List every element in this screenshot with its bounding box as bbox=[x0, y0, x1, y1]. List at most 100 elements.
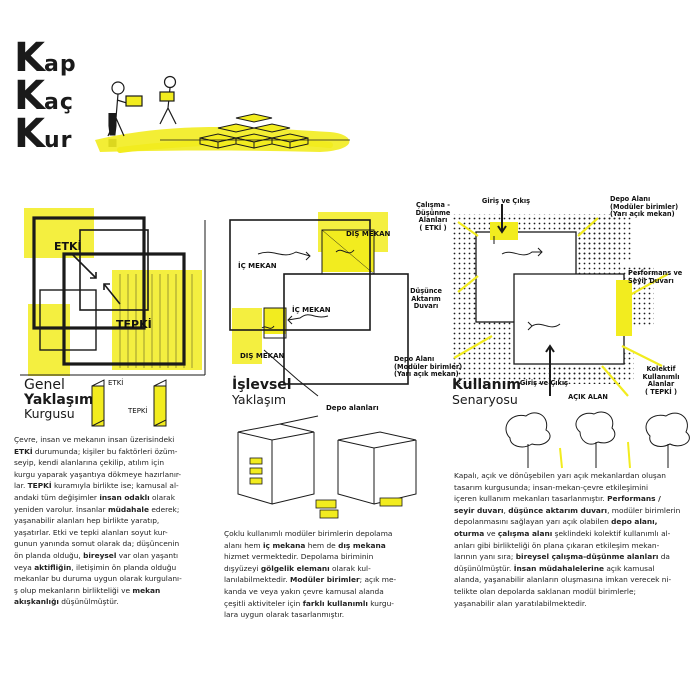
text-line: Çoklu kullanımlı modüler birimlerin depo… bbox=[224, 528, 432, 540]
label-line: (Yarı açık mekan) bbox=[610, 210, 675, 219]
text-segment: hem de bbox=[305, 540, 339, 550]
label-ic-mekan-bottom: İÇ MEKAN bbox=[292, 306, 331, 314]
logo-syllable: ap bbox=[44, 52, 77, 77]
text-emphasis: akışkanlığı bbox=[14, 597, 59, 607]
text-segment: ön planda olduğu, bbox=[14, 550, 84, 560]
text-segment: telikte olan depolarda saklanan modül bi… bbox=[454, 586, 637, 596]
text-emphasis: Performans / bbox=[607, 494, 661, 504]
text-segment: çeşitli aktiviteler için bbox=[224, 598, 303, 608]
text-emphasis: insan odaklı bbox=[99, 492, 150, 502]
label-ic-mekan-top: İÇ MEKAN bbox=[238, 262, 277, 270]
text-segment: kurgu- bbox=[367, 598, 394, 608]
text-line: düşünülmüştür. İnsan müdahalelerine açık… bbox=[454, 563, 686, 575]
label-line: ( TEPKİ ) bbox=[644, 387, 678, 396]
text-emphasis: çalışma alanı bbox=[497, 528, 553, 538]
text-line: hizmet vermektedir. Depolama biriminin bbox=[224, 551, 432, 563]
text-line: gunun yanında somut olarak da; düşünceni… bbox=[14, 538, 210, 550]
stacked-boxes-icon bbox=[199, 113, 309, 149]
text-segment: düşünülmüştür. bbox=[58, 597, 119, 607]
storage-unit-sketch bbox=[237, 415, 417, 519]
text-line: alanı hem iç mekana hem de dış mekana bbox=[224, 540, 432, 552]
label-line: Alanlar bbox=[647, 380, 675, 389]
logo-letter: K bbox=[14, 111, 45, 157]
text-line: tasarım kurgusunda; insan-mekan-çevre et… bbox=[454, 482, 686, 494]
text-line: lanılabilmektedir. Modüler birimler; açı… bbox=[224, 574, 432, 586]
title-line: İşlevsel bbox=[232, 377, 292, 393]
text-segment: var olan yaşantı bbox=[116, 550, 179, 560]
text-emphasis: İnsan müdahalelerine bbox=[513, 563, 604, 573]
text-line: çeşitli aktiviteler için farklı kullanım… bbox=[224, 598, 432, 610]
text-segment: , bbox=[503, 505, 509, 515]
text-segment: ; açık me- bbox=[359, 575, 397, 585]
text-line: kanda ve veya yakın çevre kamusal alanda bbox=[224, 586, 432, 598]
label-tepki: TEPKİ bbox=[116, 318, 152, 331]
text-kullanim-senaryosu: Kapalı, açık ve dönüşebilen yarı açık me… bbox=[454, 470, 686, 609]
text-line: seyir duvarı, düşünce aktarım duvarı, mo… bbox=[454, 505, 686, 517]
label-line: Kolektif bbox=[646, 365, 676, 373]
text-segment: larının yanı sıra; bbox=[454, 552, 516, 562]
text-line: larının yanı sıra; bireysel çalışma-düşü… bbox=[454, 551, 686, 563]
text-segment: gunun yanında somut olarak da; düşünceni… bbox=[14, 539, 180, 549]
text-line: alanda, yaşanabilir alanların oluşmasına… bbox=[454, 574, 686, 586]
text-emphasis: TEPKİ bbox=[27, 481, 52, 491]
text-segment: depolanmasını sağlayan yarı açık olabile… bbox=[454, 517, 612, 527]
text-line: ş olup mekanların birlikteliği ve mekan bbox=[14, 585, 210, 597]
label-line: (Modüler birimler) bbox=[394, 362, 463, 371]
text-line: içeren kullanım mekanları tasarlanmıştır… bbox=[454, 493, 686, 505]
text-line: oturma ve çalışma alanı şeklindeki kolek… bbox=[454, 528, 686, 540]
text-emphasis: aktifliğin bbox=[34, 562, 72, 572]
text-segment: düşünülmüştür. bbox=[454, 563, 514, 573]
text-segment: ederek; bbox=[148, 504, 180, 514]
diagram-islevsel-yaklasim bbox=[229, 212, 409, 397]
text-segment: yaşatırlar. Etki ve tepki alanları soyut… bbox=[14, 527, 168, 537]
label-line: Kullanımlı bbox=[642, 372, 680, 381]
text-line: lara uygun olarak tasarlanmıştır. bbox=[224, 609, 432, 621]
text-segment: anları gibi birlikteliği ön plana çıkara… bbox=[454, 540, 660, 550]
title-line: Senaryosu bbox=[452, 391, 518, 407]
header-illustration bbox=[95, 75, 350, 153]
trees-sketch bbox=[505, 411, 690, 469]
person-carrying-box-icon bbox=[159, 75, 177, 125]
text-segment: lar. bbox=[14, 481, 28, 491]
diagram-genel-yaklasim bbox=[20, 208, 206, 376]
text-segment: olarak kul- bbox=[329, 563, 371, 573]
text-genel-yaklasim: Çevre, insan ve mekanın insan üzerisinde… bbox=[14, 434, 210, 608]
text-line: yaşanabilir alan yaratılabilmektedir. bbox=[454, 598, 686, 610]
text-line: veya aktifliğin, iletişimin ön planda ol… bbox=[14, 562, 210, 574]
text-emphasis: seyir duvarı bbox=[454, 505, 504, 515]
logo-letter: K bbox=[14, 73, 45, 119]
label-line: (Modüler birimler) bbox=[610, 202, 679, 211]
label-line: Duvarı bbox=[413, 302, 439, 311]
text-emphasis: depo alanı, bbox=[611, 517, 658, 527]
label-dis-mekan-top: DIŞ MEKAN bbox=[346, 230, 391, 238]
label-depo-alani-bottom: Depo Alanı (Modüler birimler) (Yarı açık… bbox=[394, 355, 464, 379]
label-line: Düşünce bbox=[410, 287, 442, 295]
text-emphasis: ETKİ bbox=[14, 446, 33, 456]
title-line: Genel bbox=[24, 377, 65, 393]
text-segment: alanı hem bbox=[224, 540, 263, 550]
text-segment: Çoklu kullanımlı modüler birimlerin depo… bbox=[224, 529, 393, 538]
label-line: Seyir Duvarı bbox=[628, 276, 674, 285]
text-segment: kanda ve veya yakın çevre kamusal alanda bbox=[224, 586, 384, 596]
diagram-kullanim-senaryosu bbox=[452, 204, 669, 397]
text-emphasis: dış mekana bbox=[338, 540, 386, 550]
text-segment: tasarım kurgusunda; insan-mekan-çevre et… bbox=[454, 482, 649, 492]
text-segment: olarak bbox=[149, 492, 175, 502]
text-line: Kapalı, açık ve dönüşebilen yarı açık me… bbox=[454, 470, 686, 482]
text-segment: açık kamusal bbox=[603, 563, 655, 573]
text-islevsel-yaklasim: Çoklu kullanımlı modüler birimlerin depo… bbox=[224, 528, 432, 621]
text-line: mekanlar bu duruma uygun olarak kurgulan… bbox=[14, 573, 210, 585]
label-line: Çalışma - bbox=[415, 201, 451, 209]
title-line: Yaklaşım bbox=[232, 391, 287, 407]
text-line: lar. TEPKİ kuramıyla birlikte ise; kamus… bbox=[14, 480, 210, 492]
title-kullanim-senaryosu: Kullanım Senaryosu bbox=[452, 378, 521, 406]
label-etki: ETKİ bbox=[54, 240, 82, 253]
text-line: andaki tüm değişimler insan odaklı olara… bbox=[14, 492, 210, 504]
text-segment: seyip, kendi alanlarına çekilip, atılım … bbox=[14, 458, 165, 468]
text-segment: mekanlar bu duruma uygun olarak kurgulan… bbox=[14, 574, 182, 584]
icon-label-etki: ETKİ bbox=[108, 379, 124, 387]
text-line: ETKİ durumunda; kişiler bu faktörleri öz… bbox=[14, 446, 210, 458]
text-line: ön planda olduğu, bireysel var olan yaşa… bbox=[14, 550, 210, 562]
label-dis-mekan-bottom: DIŞ MEKAN bbox=[240, 352, 285, 360]
label-line: Alanları bbox=[418, 216, 448, 225]
